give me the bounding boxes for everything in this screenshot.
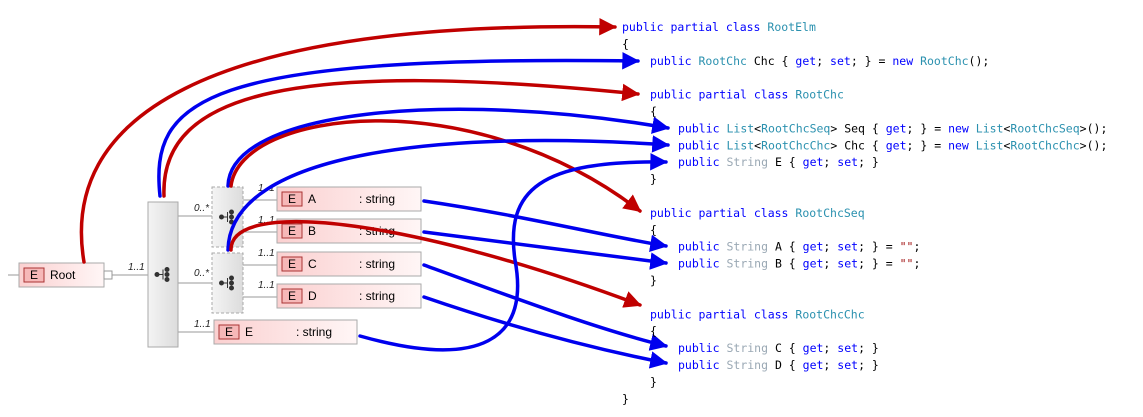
multiplicity-label: 1..1 bbox=[194, 319, 211, 330]
multiplicity-label: 1..1 bbox=[128, 262, 145, 273]
code-line: public String C { get; set; } bbox=[678, 341, 879, 355]
element-name: A bbox=[308, 192, 316, 206]
element-type: : string bbox=[296, 325, 332, 339]
property-arrow-c bbox=[422, 263, 668, 351]
sequence-compositor[interactable] bbox=[147, 201, 179, 348]
multiplicity-label: 0..* bbox=[194, 268, 210, 279]
code-line: public partial class RootChc bbox=[650, 88, 844, 102]
class-arrow-rootelm bbox=[79, 17, 617, 264]
element-badge: E bbox=[288, 257, 296, 271]
element-badge: E bbox=[30, 268, 38, 282]
code-line: } bbox=[650, 375, 657, 389]
element-type: : string bbox=[359, 192, 395, 206]
element-name: E bbox=[245, 325, 253, 339]
multiplicity-label: 0..* bbox=[194, 203, 210, 214]
sequence-icon bbox=[154, 267, 170, 282]
code-line: public String B { get; set; } = ""; bbox=[678, 257, 920, 271]
element-name: B bbox=[308, 224, 316, 238]
code-line: { bbox=[650, 324, 657, 338]
code-line: } bbox=[650, 274, 657, 288]
code-line: { bbox=[650, 223, 657, 237]
multiplicity-label: 1..1 bbox=[258, 215, 275, 226]
collapse-toggle[interactable] bbox=[103, 270, 113, 280]
code-line: } bbox=[650, 172, 657, 186]
code-line: public List<RootChcChc> Chc { get; } = n… bbox=[678, 138, 1107, 152]
code-line: { bbox=[650, 105, 657, 119]
property-arrow-e bbox=[358, 153, 668, 352]
generated-code: public partial class RootElm { public Root… bbox=[622, 20, 1107, 406]
multiplicity-label: 1..1 bbox=[258, 280, 275, 291]
property-arrow-b bbox=[422, 230, 668, 270]
property-arrow-d bbox=[422, 295, 668, 369]
element-name: C bbox=[308, 257, 317, 271]
property-arrow-chcchc bbox=[226, 135, 670, 252]
code-line: public partial class RootChcSeq bbox=[650, 206, 865, 220]
choice-icon bbox=[219, 275, 234, 291]
property-arrow-a bbox=[422, 199, 668, 253]
element-badge: E bbox=[288, 224, 296, 238]
element-type: : string bbox=[359, 289, 395, 303]
code-line: public RootChc Chc { get; set; } = new R… bbox=[650, 54, 989, 68]
multiplicity-label: 1..1 bbox=[258, 248, 275, 259]
code-line: public String A { get; set; } = ""; bbox=[678, 240, 920, 254]
class-arrow-rootchcchc bbox=[229, 219, 642, 308]
element-badge: E bbox=[225, 325, 233, 339]
element-type: : string bbox=[359, 257, 395, 271]
choice-icon bbox=[219, 209, 234, 225]
code-line: public List<RootChcSeq> Seq { get; } = n… bbox=[678, 121, 1107, 135]
element-name: D bbox=[308, 289, 317, 303]
class-arrow-rootchc bbox=[162, 78, 640, 198]
class-arrow-rootchcseq bbox=[229, 119, 642, 213]
element-name: Root bbox=[50, 268, 76, 282]
property-arrow-seq bbox=[226, 107, 670, 188]
code-line: public String E { get; set; } bbox=[678, 155, 879, 169]
element-badge: E bbox=[288, 289, 296, 303]
element-badge: E bbox=[288, 192, 296, 206]
code-line: public String D { get; set; } bbox=[678, 358, 879, 372]
code-line: } bbox=[622, 392, 629, 406]
code-line: public partial class RootChcChc bbox=[650, 307, 865, 321]
root-element[interactable]: E Root bbox=[18, 262, 105, 288]
code-line: public partial class RootElm bbox=[622, 20, 816, 34]
choice-group-2[interactable] bbox=[211, 252, 244, 314]
code-line: { bbox=[622, 37, 629, 51]
property-arrow-chc bbox=[157, 52, 640, 198]
